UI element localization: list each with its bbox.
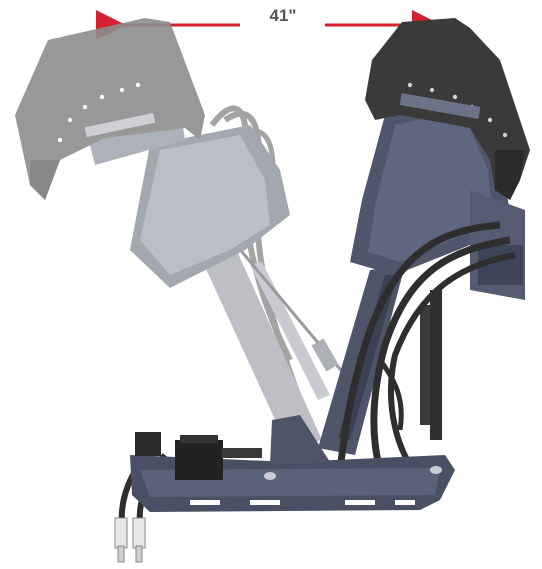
ghost-position: [15, 18, 347, 448]
base-frame: [114, 415, 455, 563]
ghost-blade: [15, 18, 205, 200]
hydraulic-cylinder: [430, 290, 442, 440]
width-dimension-label: 41": [269, 6, 297, 25]
dark-position: [318, 18, 530, 471]
hydraulic-couplers: [114, 517, 146, 563]
control-valve: [175, 440, 223, 480]
